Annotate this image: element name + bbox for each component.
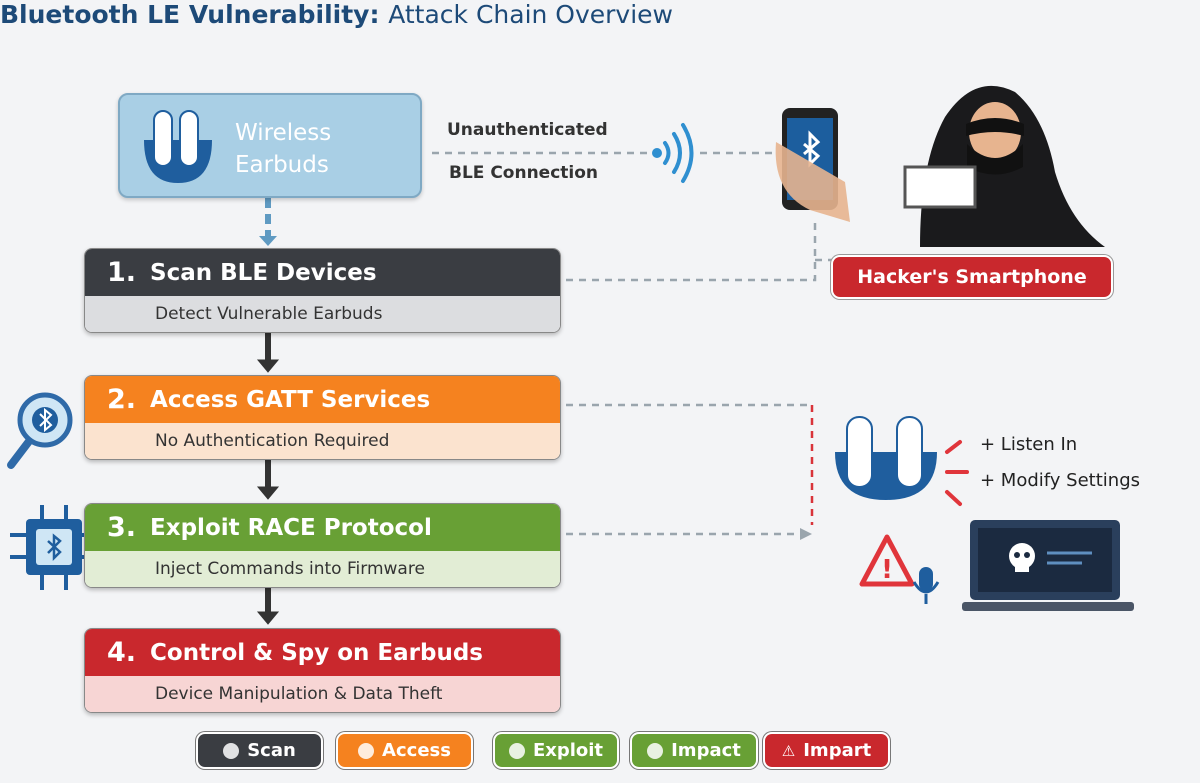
impact-modify-settings: + Modify Settings	[980, 470, 1140, 491]
step-3-exploit: 3. Exploit RACE Protocol Inject Commands …	[84, 503, 561, 588]
step-2-access: 2. Access GATT Services No Authentication…	[84, 375, 561, 460]
legend-scan: Scan	[198, 734, 321, 767]
legend-label: Impact	[671, 740, 741, 761]
step-4-control: 4. Control & Spy on Earbuds Device Manipu…	[84, 628, 561, 713]
access-icon	[358, 742, 375, 759]
legend-label: Scan	[247, 740, 296, 761]
connection-label-top: Unauthenticated	[447, 120, 608, 140]
step-title: Control & Spy on Earbuds	[150, 639, 483, 666]
legend-label: Impart	[803, 740, 872, 761]
step-title: Access GATT Services	[150, 386, 431, 413]
impact-listen-in: + Listen In	[980, 434, 1078, 455]
earbuds-icon	[144, 110, 212, 183]
step-title: Scan BLE Devices	[150, 259, 377, 286]
laptop-skull-icon	[962, 520, 1134, 611]
device-label-line2: Earbuds	[235, 152, 329, 178]
step-title: Exploit RACE Protocol	[150, 514, 432, 541]
compromised-earbuds-icon: !	[835, 416, 969, 604]
step-subtitle: Inject Commands into Firmware	[85, 551, 560, 587]
legend-exploit: Exploit	[495, 734, 617, 767]
step-1-scan: 1. Scan BLE Devices Detect Vulnerable Ear…	[84, 248, 561, 333]
hacker-smartphone-badge: Hacker's Smartphone	[833, 257, 1111, 297]
svg-text:!: !	[881, 555, 893, 585]
connection-label-bottom: BLE Connection	[449, 163, 599, 183]
step-subtitle: Device Manipulation & Data Theft	[85, 676, 560, 712]
hacker-illustration	[775, 85, 1105, 247]
step-number: 3.	[107, 512, 137, 543]
warning-icon: ⚠	[781, 741, 796, 760]
step-subtitle: Detect Vulnerable Earbuds	[85, 296, 560, 332]
signal-waves-icon	[652, 123, 694, 183]
impact-icon	[647, 742, 664, 759]
legend-label: Access	[382, 740, 451, 761]
warning-icon: !	[859, 534, 915, 587]
page-title: Bluetooth LE Vulnerability: Attack Chain…	[0, 0, 674, 29]
device-label-line1: Wireless	[235, 120, 332, 146]
legend-access: Access	[338, 734, 471, 767]
step-number: 1.	[107, 257, 137, 288]
step-subtitle: No Authentication Required	[85, 423, 560, 459]
wireless-earbuds-box: Wireless Earbuds	[118, 93, 422, 198]
legend-label: Exploit	[532, 740, 604, 761]
scan-icon	[223, 742, 240, 759]
microphone-icon	[912, 567, 940, 604]
legend-impact: Impact	[632, 734, 756, 767]
step-number: 2.	[107, 384, 137, 415]
magnifier-bluetooth-icon	[7, 392, 73, 469]
legend-impart: ⚠ Impart	[765, 734, 888, 767]
arrow-up-icon	[508, 742, 525, 759]
step-number: 4.	[107, 637, 137, 668]
chip-bluetooth-icon	[10, 505, 98, 590]
